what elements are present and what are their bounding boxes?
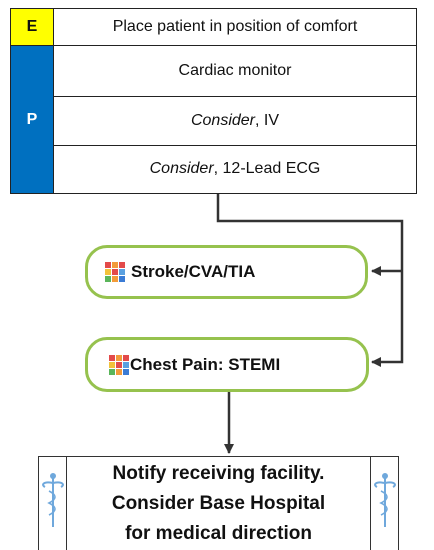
protocol-table: E Place patient in position of comfort P… [10,8,417,194]
p-item-italic: Consider [190,111,255,129]
p-label: P [11,46,54,193]
caduceus-icon [42,473,64,527]
caduceus-icon [374,473,396,527]
link-label: Stroke/CVA/TIA [131,262,256,281]
p-item-text: , IV [255,111,280,129]
e-row: E Place patient in position of comfort [11,9,416,46]
p-item-cardiac-monitor: Cardiac monitor [54,46,416,97]
p-item-text: , 12-Lead ECG [213,160,321,177]
link-label: Chest Pain: STEMI [130,354,281,374]
p-item-text: Cardiac monitor [178,62,292,79]
grid-icon [109,354,129,375]
grid-icon [105,262,125,282]
notify-box: Notify receiving facility. Consider Base… [38,456,399,550]
connector-line [216,194,404,367]
p-item-consider-iv: Consider, IV [54,96,416,146]
right-emblem [370,457,398,550]
notify-text: Notify receiving facility. Consider Base… [67,457,370,550]
link-stroke[interactable]: Stroke/CVA/TIA [85,245,368,299]
notify-line: for medical direction [125,522,312,544]
e-label: E [11,9,54,45]
p-row: P Cardiac monitor Consider, IV Consider,… [11,46,416,193]
e-text: Place patient in position of comfort [112,18,358,35]
link-chest-pain-stemi[interactable]: Chest Pain: STEMI [85,337,369,392]
p-item-consider-ecg: Consider, 12-Lead ECG [54,145,416,193]
notify-line: Notify receiving facility. [112,462,325,484]
left-emblem [39,457,67,550]
p-item-italic: Consider [149,160,214,177]
notify-line: Consider Base Hospital [111,492,326,514]
